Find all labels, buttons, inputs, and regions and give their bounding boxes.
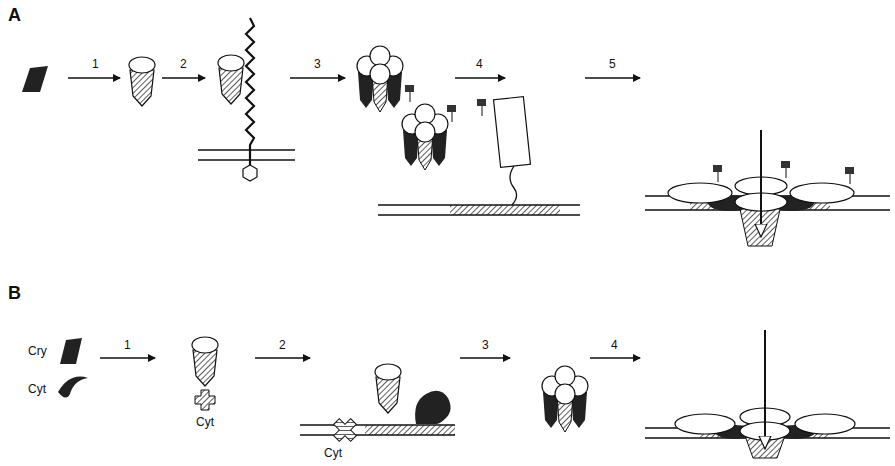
step-number: 3 — [482, 339, 489, 352]
panel-letter: A — [8, 6, 21, 26]
step-number: 1 — [92, 58, 99, 71]
toxin-name: Cyt — [28, 383, 46, 396]
step-number: 4 — [611, 339, 618, 352]
step-number: 4 — [476, 58, 483, 71]
step-number: 2 — [180, 58, 187, 71]
toxin-name: Cyt — [322, 447, 344, 460]
toxin-name: Cyt — [194, 416, 216, 429]
panel-letter: B — [8, 284, 21, 304]
toxin-name: Cry — [28, 345, 47, 358]
step-number: 3 — [314, 58, 321, 71]
step-number: 1 — [124, 339, 131, 352]
step-number: 5 — [609, 58, 616, 71]
crystal — [22, 66, 48, 92]
step-number: 2 — [279, 339, 286, 352]
